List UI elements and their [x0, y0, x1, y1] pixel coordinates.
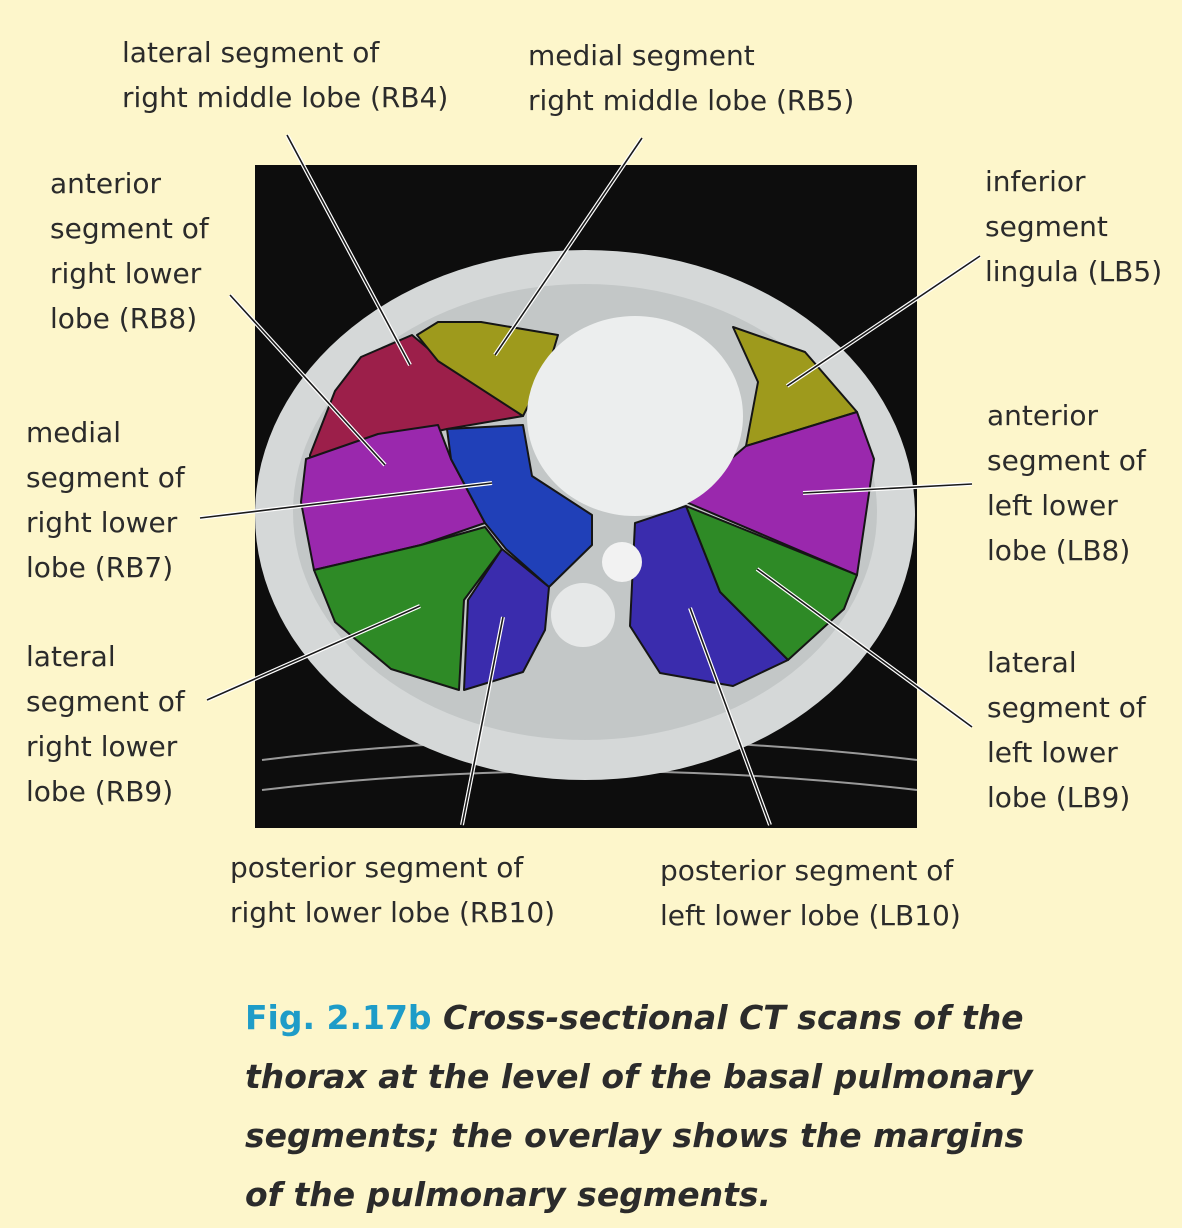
label-lb5: inferior segment lingula (LB5)	[985, 165, 1163, 288]
segment-lb10	[629, 505, 789, 687]
leader-lines	[199, 134, 982, 826]
segment-rb10	[463, 548, 550, 691]
label-rb8: anterior segment of right lower lobe (RB…	[50, 167, 209, 335]
caption-text: Cross-sectional CT scans of the thorax a…	[245, 998, 1033, 1214]
vertebra	[551, 583, 615, 647]
label-rb7: medial segment of right lower lobe (RB7)	[26, 416, 185, 584]
aorta	[602, 542, 642, 582]
label-lb8: anterior segment of left lower lobe (LB8…	[987, 399, 1146, 567]
label-rb9: lateral segment of right lower lobe (RB9…	[26, 640, 185, 808]
label-rb5: medial segment right middle lobe (RB5)	[528, 39, 855, 117]
figure-caption: Fig. 2.17b Cross-sectional CT scans of t…	[245, 988, 1045, 1224]
label-rb10: posterior segment of right lower lobe (R…	[230, 851, 556, 929]
segment-rb5	[416, 321, 559, 417]
segment-rb-blue	[446, 424, 593, 588]
heart	[527, 316, 743, 516]
label-lb9: lateral segment of left lower lobe (LB9)	[987, 646, 1146, 814]
label-rb4: lateral segment of right middle lobe (RB…	[122, 36, 449, 114]
label-lb10: posterior segment of left lower lobe (LB…	[660, 854, 961, 932]
figure-number: Fig. 2.17b	[245, 998, 432, 1037]
segment-rb9	[313, 526, 503, 691]
